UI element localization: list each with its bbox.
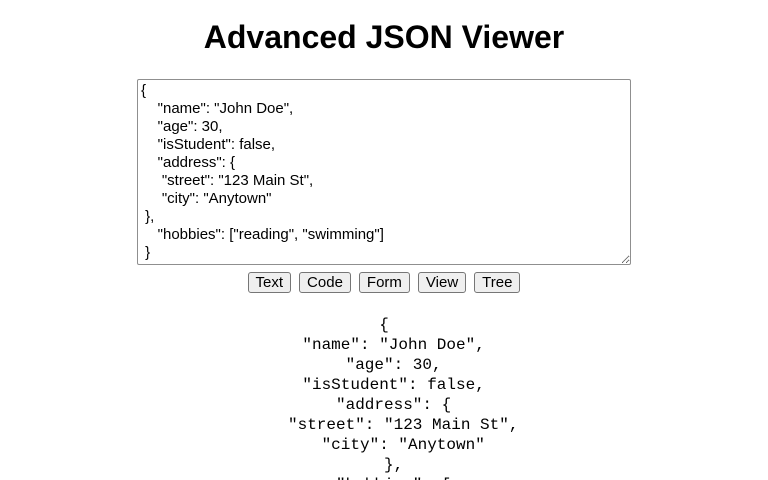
json-output-view: { "name": "John Doe", "age": 30, "isStud…	[287, 316, 519, 480]
mode-toolbar: Text Code Form View Tree	[0, 272, 768, 293]
mode-form-button[interactable]: Form	[358, 272, 410, 293]
json-input-textarea[interactable]: { "name": "John Doe", "age": 30, "isStud…	[137, 79, 631, 265]
page-title: Advanced JSON Viewer	[203, 19, 565, 55]
mode-view-button[interactable]: View	[417, 272, 467, 293]
mode-code-button[interactable]: Code	[299, 272, 351, 293]
mode-text-button[interactable]: Text	[247, 272, 292, 293]
mode-tree-button[interactable]: Tree	[474, 272, 521, 293]
